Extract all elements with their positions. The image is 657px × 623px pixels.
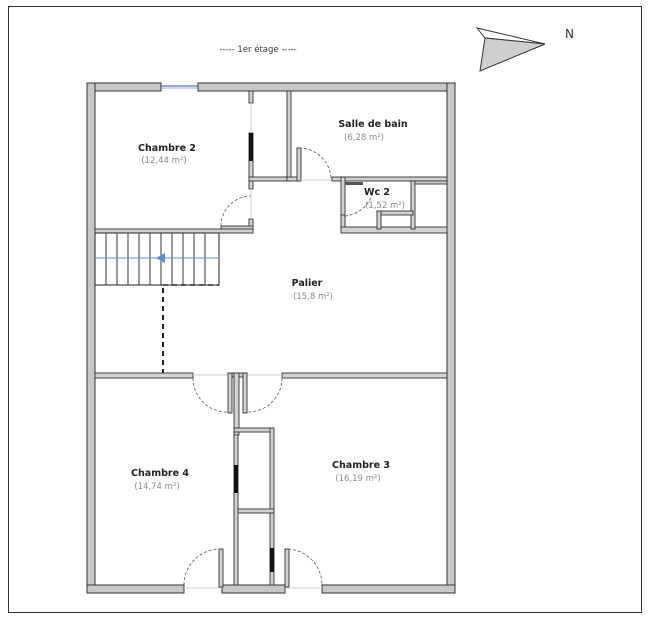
- room-chambre-3[interactable]: Chambre 3 (16,19 m²): [332, 460, 390, 484]
- exterior-walls: [86, 82, 456, 594]
- room-wc-2[interactable]: Wc 2 (1,52 m²): [364, 187, 405, 211]
- north-label: N: [565, 27, 574, 41]
- floor-title: ----- 1er étage -----: [219, 44, 296, 55]
- room-name: Salle de bain: [338, 119, 408, 130]
- room-area: (14,74 m²): [134, 482, 179, 492]
- room-area: (6,28 m²): [344, 133, 384, 143]
- room-chambre-2[interactable]: Chambre 2 (12,44 m²): [138, 143, 196, 166]
- wc-2-walls: [340, 180, 448, 234]
- room-area: (1,52 m²): [365, 201, 405, 211]
- room-area: (16,19 m²): [335, 474, 380, 484]
- room-salle-de-bain[interactable]: Salle de bain (6,28 m²): [338, 119, 408, 143]
- room-name: Palier: [292, 278, 323, 289]
- chambre-2-walls: [94, 90, 290, 234]
- north-arrow-icon: [475, 27, 546, 72]
- room-name: Wc 2: [364, 187, 390, 198]
- landing-walls: [94, 372, 448, 436]
- room-name: Chambre 3: [332, 460, 390, 471]
- room-chambre-4[interactable]: Chambre 4 (14,74 m²): [131, 468, 189, 492]
- salle-de-bain-walls: [286, 90, 448, 232]
- room-area: (12,44 m²): [141, 156, 186, 166]
- room-name: Chambre 4: [131, 468, 189, 479]
- room-name: Chambre 2: [138, 143, 196, 154]
- stair-direction-arrow-icon: [156, 253, 165, 263]
- closet-walls: [183, 427, 323, 588]
- room-area: (15,8 m²): [293, 292, 333, 302]
- room-palier[interactable]: Palier (15,8 m²): [292, 278, 333, 302]
- staircase: [94, 232, 220, 374]
- drawing-frame: [8, 6, 642, 613]
